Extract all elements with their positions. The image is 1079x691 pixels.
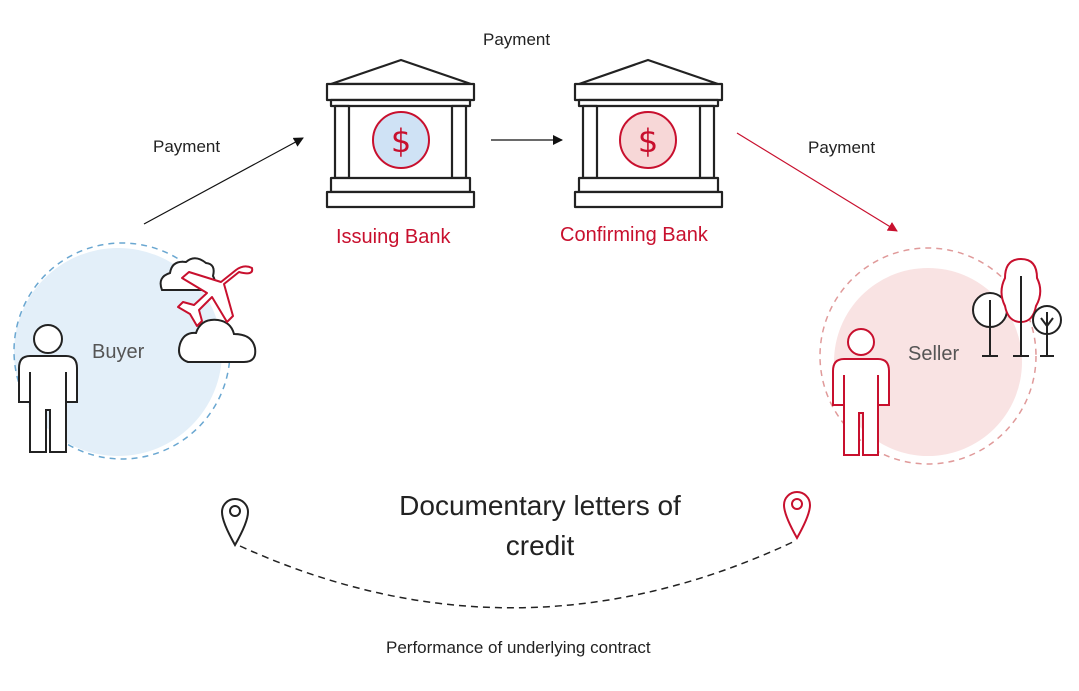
arrow-buyer-to-issuing: [143, 137, 304, 225]
tree-icon: [972, 292, 1008, 357]
cloud-icon: [178, 318, 257, 363]
confirming-bank-label: Confirming Bank: [560, 224, 708, 246]
issuing-bank-icon: $: [325, 58, 476, 209]
payment-label-buyer: Payment: [153, 137, 221, 156]
tree-icon: [1032, 305, 1062, 357]
dollar-icon: [372, 111, 430, 169]
title-line-1: Documentary letters of: [399, 490, 681, 521]
airplane-icon: [177, 265, 254, 327]
issuing-bank-label: Issuing Bank: [336, 226, 451, 248]
svg-text:$: $: [391, 122, 411, 160]
payment-label-seller: Payment: [808, 138, 876, 157]
svg-text:$: $: [638, 122, 658, 160]
confirming-bank-icon: $: [573, 58, 724, 209]
buyer-label: Buyer: [92, 341, 145, 363]
dollar-icon: [619, 111, 677, 169]
seller-label: Seller: [908, 343, 960, 365]
arrow-confirming-to-seller: [736, 132, 898, 232]
title-line-2: credit: [505, 530, 575, 561]
contract-label: Performance of underlying contract: [386, 638, 651, 657]
diagram-title: Documentary letters of credit: [340, 486, 740, 566]
location-pin-icon: [782, 491, 812, 541]
location-pin-icon: [220, 498, 250, 548]
buyer-person-icon: [18, 324, 78, 453]
seller-person-icon: [832, 328, 890, 456]
tree-icon: [1000, 257, 1042, 357]
payment-label-banks: Payment: [483, 30, 551, 49]
